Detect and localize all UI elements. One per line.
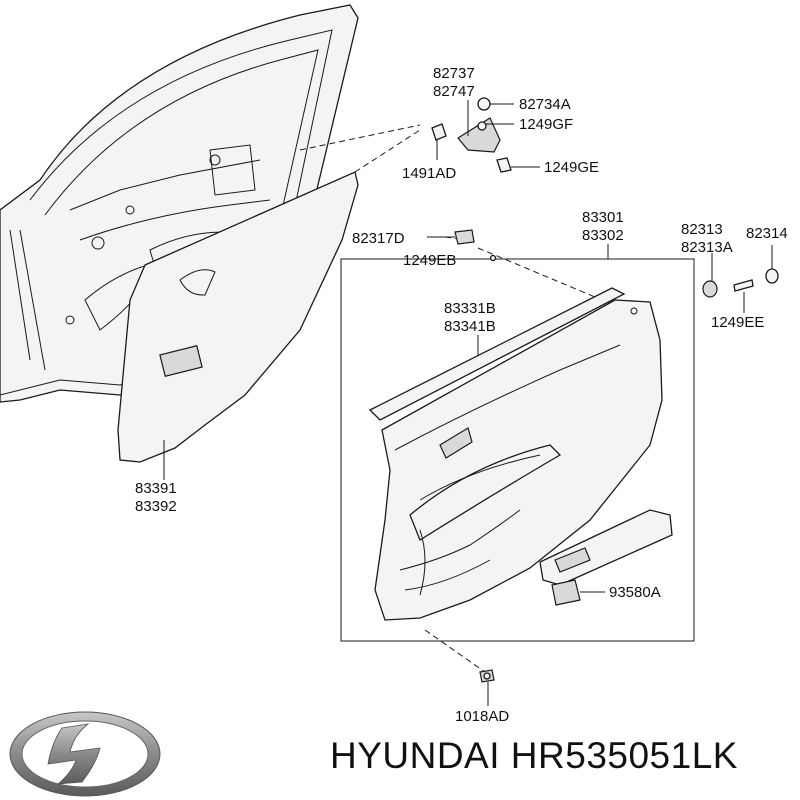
brand-part-number: HYUNDAI HR535051LK xyxy=(330,735,738,776)
label-1018ad: 1018AD xyxy=(455,708,509,725)
part-labels: 82737 82747 82734A 1249GF 1491AD 1249GE … xyxy=(135,65,788,725)
label-83341b: 83341B xyxy=(444,318,496,335)
label-82737: 82737 xyxy=(433,65,475,82)
label-83301: 83301 xyxy=(582,209,624,226)
label-83302: 83302 xyxy=(582,227,624,244)
cap-82314 xyxy=(765,268,779,284)
screw-1249ee xyxy=(733,279,754,292)
label-83331b: 83331B xyxy=(444,300,496,317)
label-82747: 82747 xyxy=(433,83,475,100)
label-93580a: 93580A xyxy=(609,584,661,601)
trim-panel-box xyxy=(340,258,695,642)
label-1249gf: 1249GF xyxy=(519,116,573,133)
leader-lines xyxy=(163,100,773,706)
label-1249ee: 1249EE xyxy=(711,314,764,331)
label-83392: 83392 xyxy=(135,498,177,515)
dashed-line xyxy=(354,129,421,173)
label-82314: 82314 xyxy=(746,225,788,242)
label-83391: 83391 xyxy=(135,480,177,497)
label-82734a: 82734A xyxy=(519,96,571,113)
switch-bezel xyxy=(539,509,673,586)
dashed-line xyxy=(424,629,486,673)
grommet-82313 xyxy=(702,280,718,298)
door-sheet xyxy=(117,171,359,463)
dashed-line xyxy=(299,124,421,151)
hyundai-logo-icon xyxy=(9,711,161,797)
label-1249eb: 1249EB xyxy=(403,252,456,269)
label-1491ad: 1491AD xyxy=(402,165,456,182)
weatherstrip xyxy=(368,287,626,421)
label-82317d: 82317D xyxy=(352,230,405,247)
label-82313a: 82313A xyxy=(681,239,733,256)
window-switch xyxy=(551,579,581,606)
clip-1018ad xyxy=(479,669,495,683)
label-82313: 82313 xyxy=(681,221,723,238)
door-trim-panel xyxy=(374,299,663,621)
clip-82317d xyxy=(454,229,497,262)
label-1249ge: 1249GE xyxy=(544,159,599,176)
handle-bracket xyxy=(431,97,512,173)
